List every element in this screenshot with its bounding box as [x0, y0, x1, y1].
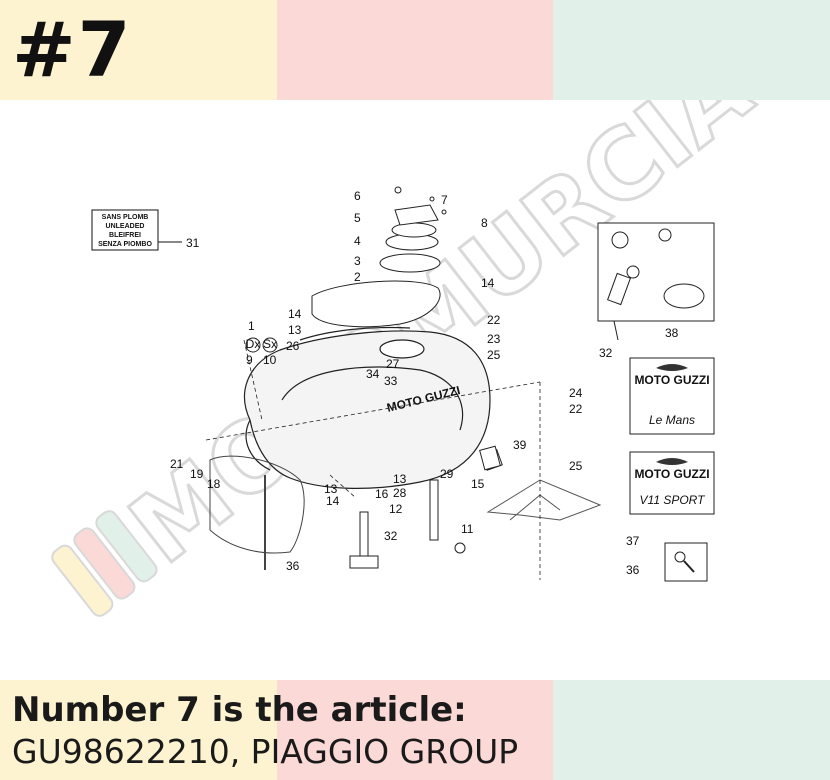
callout-13c: 13 [324, 482, 338, 496]
leader-lines [205, 339, 541, 580]
callout-21: 22 [487, 313, 501, 327]
color-stripe-yellow [0, 680, 277, 780]
callout-29: 29 [440, 467, 454, 481]
small-decal [479, 445, 501, 471]
callout-39: 39 [513, 438, 527, 452]
decal-title: MOTO GUZZI [634, 373, 709, 387]
callout-17: 16 [375, 487, 389, 501]
callout-7: 7 [441, 193, 448, 207]
callout-4: 4 [354, 234, 361, 248]
callout-37: 37 [626, 534, 640, 548]
callout-22: 23 [487, 332, 501, 346]
color-stripe-mint [553, 0, 830, 100]
key-set-box [597, 222, 715, 341]
tank-pad [311, 280, 441, 328]
callout-16: 14 [481, 276, 495, 290]
callout-6: 6 [354, 189, 361, 203]
color-stripe-pink [277, 0, 553, 100]
article-caption-code: GU98622210, PIAGGIO GROUP [12, 732, 519, 771]
sx-label: Sx [263, 337, 277, 351]
callout-14b: 14 [326, 494, 340, 508]
callout-34: 33 [384, 374, 398, 388]
key-box [664, 542, 708, 582]
callout-3: 3 [354, 254, 361, 268]
unleaded-label: SANS PLOMB UNLEADED BLEIFREI SENZA PIOMB… [91, 209, 182, 251]
exploded-parts-diagram: MOTOMURCIA SANS PLOMB UNLEADED BLEIFREI … [51, 100, 773, 617]
callout-22b: 22 [569, 402, 583, 416]
callout-2: 2 [354, 270, 361, 284]
decal-title: MOTO GUZZI [634, 467, 709, 481]
callout-11: 11 [461, 522, 474, 536]
callout-8: 8 [481, 216, 488, 230]
footer-color-band [0, 680, 830, 780]
callout-24: 25 [487, 348, 501, 362]
decal-v11-sport: MOTO GUZZI V11 SPORT [629, 451, 715, 515]
part-number-badge: #7 [12, 5, 133, 94]
label-line: SANS PLOMB [102, 214, 149, 221]
callout-25: 25 [569, 459, 583, 473]
callout-5: 5 [354, 211, 361, 225]
dx-sx-markers: Dx Sx [245, 337, 278, 353]
part-callouts: 6 7 5 8 4 3 2 14 31 1 14 13 26 9 10 27 3… [170, 189, 679, 577]
callout-36: 36 [626, 563, 640, 577]
callout-32: 32 [599, 346, 613, 360]
callout-1: 1 [248, 319, 255, 333]
header-color-band [0, 0, 830, 100]
decal-le-mans: MOTO GUZZI Le Mans [629, 357, 715, 435]
callout-28: 28 [393, 486, 407, 500]
callout-35: 34 [366, 367, 380, 381]
article-caption-title: Number 7 is the article: [12, 690, 467, 730]
label-line: BLEIFREI [109, 232, 141, 239]
callout-20: 21 [170, 457, 184, 471]
color-stripe-yellow [0, 0, 277, 100]
callout-13b: 13 [393, 472, 407, 486]
mounting-bracket [486, 479, 602, 521]
callout-31: 31 [186, 236, 200, 250]
color-stripe-mint [553, 680, 830, 780]
color-stripe-pink [277, 680, 553, 780]
callout-12: 12 [389, 502, 403, 516]
dx-label: Dx [246, 337, 261, 351]
callout-27: 27 [386, 357, 400, 371]
callout-14: 14 [288, 307, 302, 321]
callout-38: 38 [665, 326, 679, 340]
label-line: SENZA PIOMBO [98, 241, 152, 248]
side-cover [209, 455, 305, 570]
callout-33: 36 [286, 559, 300, 573]
callout-18: 18 [207, 477, 221, 491]
decal-script: V11 SPORT [640, 493, 707, 507]
callout-15: 15 [471, 477, 485, 491]
label-line: UNLEADED [106, 223, 145, 230]
callout-23: 24 [569, 386, 583, 400]
filler-cap-assembly [379, 186, 447, 273]
decal-script: Le Mans [649, 413, 695, 427]
callout-10: 10 [263, 353, 277, 367]
callout-30: 32 [384, 529, 398, 543]
fuel-tank [244, 326, 491, 489]
callout-13: 13 [288, 323, 302, 337]
callout-26: 26 [286, 339, 300, 353]
callout-9: 9 [246, 353, 253, 367]
callout-19: 19 [190, 467, 204, 481]
